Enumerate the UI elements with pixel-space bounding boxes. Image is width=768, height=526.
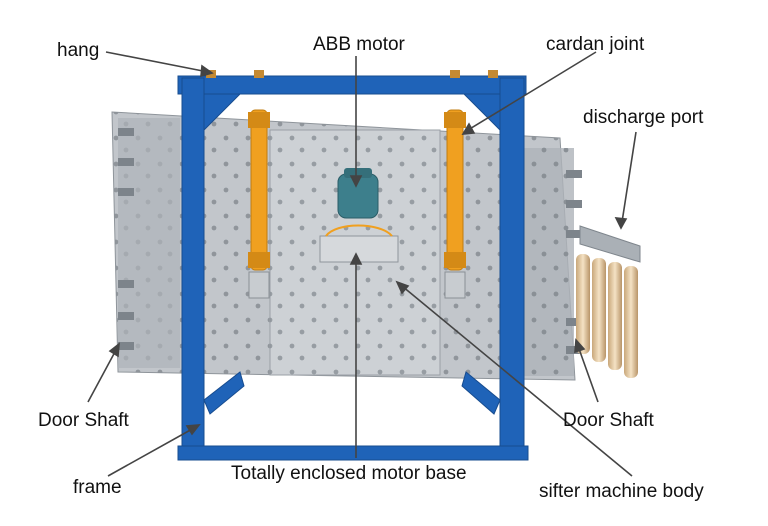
frame xyxy=(177,75,529,461)
cardan-joint-right xyxy=(444,109,466,299)
label-hang: hang xyxy=(57,40,100,61)
label-discharge-port: discharge port xyxy=(583,107,704,128)
leader-lines xyxy=(87,51,637,477)
motor-base xyxy=(319,224,399,263)
label-cardan-joint: cardan joint xyxy=(546,34,645,55)
label-door-shaft-left: Door Shaft xyxy=(38,410,129,431)
label-door-shaft-right: Door Shaft xyxy=(563,410,654,431)
label-frame: frame xyxy=(73,477,122,498)
label-sifter-body: sifter machine body xyxy=(539,481,704,502)
label-abb-motor: ABB motor xyxy=(313,34,405,55)
door-shaft-right-hinges xyxy=(566,170,582,354)
abb-motor xyxy=(337,168,379,219)
sifter-body xyxy=(111,111,582,381)
label-motor-base: Totally enclosed motor base xyxy=(231,463,467,484)
door-shaft-left-hinges xyxy=(118,128,134,350)
discharge-port xyxy=(576,225,641,378)
cardan-joint-left xyxy=(248,109,270,299)
